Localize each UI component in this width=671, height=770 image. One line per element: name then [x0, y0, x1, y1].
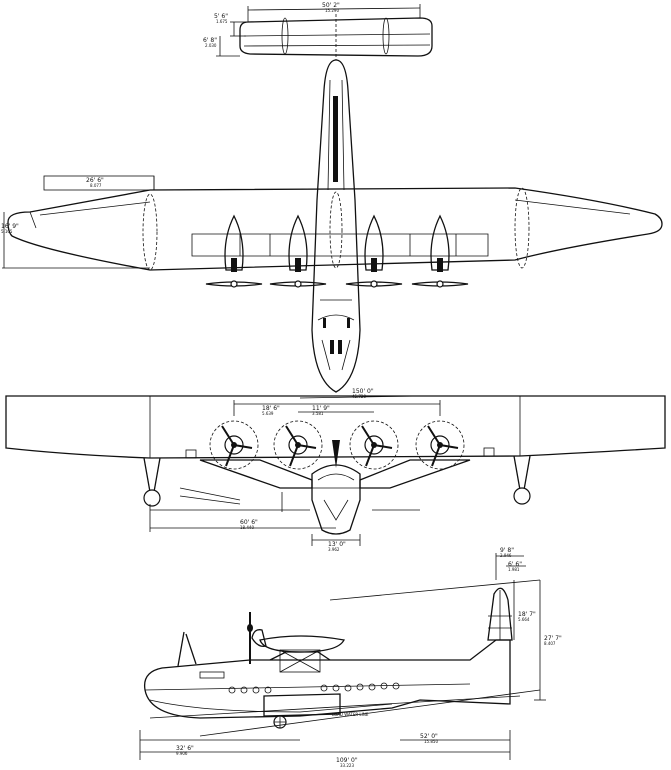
engine-2 [285, 425, 317, 467]
length-bow-label: 32' 6" [176, 745, 194, 752]
side-sponson [263, 693, 341, 717]
stab-chord-label: 5' 6" [214, 13, 228, 20]
plan-tailplane-dims: 50' 2" 15.290 5' 6" 1.675 6' 8" 2.030 [203, 2, 421, 57]
fin-mid-metric: 1.981 [508, 567, 520, 572]
hull-aft-metric: 15.850 [424, 739, 438, 744]
overall-height-label: 27' 7" [544, 635, 562, 642]
side-view: 9' 8" 2.946 6' 6" 1.981 18' 7" 5.664 27'… [139, 547, 562, 768]
wing-float-right [513, 455, 531, 505]
float-spacing-metric: 18.440 [240, 525, 254, 530]
length-overall-label: 109' 0" [336, 757, 358, 764]
nacelle-spacing-inner-metric: 3.581 [312, 411, 324, 416]
stab-chord-metric: 1.675 [216, 19, 228, 24]
elev-chord-metric: 2.030 [205, 43, 217, 48]
side-hull [143, 639, 511, 719]
aileron-length-metric: 8.077 [90, 183, 102, 188]
hull-beam-label: 13' 0" [328, 541, 346, 548]
span-metric: 45.720 [352, 394, 366, 399]
wing-float-left [143, 457, 161, 507]
hull-beam-metric: 3.962 [328, 547, 340, 552]
fin-top-label: 9' 8" [500, 547, 514, 554]
overall-height-metric: 8.407 [544, 641, 556, 646]
tailplane-span-metric: 15.290 [325, 8, 339, 13]
wing-root-label: 16' 9" [1, 223, 19, 230]
side-dims: 9' 8" 2.946 6' 6" 1.981 18' 7" 5.664 27'… [139, 547, 562, 768]
elev-chord-label: 6' 8" [203, 37, 217, 44]
length-bow-metric: 9.906 [176, 751, 188, 756]
aileron-length-label: 26' 6" [86, 177, 104, 184]
front-hull [311, 440, 361, 535]
tailplane-span-label: 50' 2" [322, 2, 340, 9]
nacelle-1 [205, 214, 263, 288]
nacelle-2 [269, 214, 327, 288]
hull-aft-label: 52' 0" [420, 733, 438, 740]
fin-top-metric: 2.946 [500, 553, 512, 558]
waterline-label: LOAD WATER LINE [332, 712, 369, 717]
nacelle-3 [345, 214, 403, 288]
wing-root-metric: 5.105 [1, 229, 13, 234]
fin-mid-label: 6' 6" [508, 561, 522, 568]
nacelle-spacing-outer-metric: 5.639 [262, 411, 274, 416]
engine-3 [361, 425, 393, 467]
nacelle-4 [411, 214, 469, 288]
fin-height-label: 18' 7" [518, 611, 536, 618]
plan-tailplane [239, 14, 433, 60]
engine-1 [221, 425, 253, 467]
span-label: 150' 0" [352, 388, 374, 395]
plan-view: 50' 2" 15.290 5' 6" 1.675 6' 8" 2.030 [1, 2, 663, 393]
side-portholes [228, 682, 400, 694]
side-tail-fin [487, 587, 513, 641]
nacelle-spacing-outer-label: 18' 6" [262, 405, 280, 412]
front-dims: 18' 6" 5.639 11' 9" 3.581 150' 0" 45.720 [233, 388, 441, 416]
sponson-right [359, 459, 471, 489]
engine-4 [427, 425, 459, 467]
sponson-left [199, 459, 313, 489]
front-view: 18' 6" 5.639 11' 9" 3.581 150' 0" 45.720 [5, 388, 666, 552]
float-spacing-label: 60' 6" [240, 519, 258, 526]
nacelle-spacing-inner-label: 11' 9" [312, 405, 330, 412]
plan-nacelles [205, 214, 469, 288]
front-engines [221, 425, 459, 467]
length-overall-metric: 33.223 [340, 763, 354, 768]
plan-hull [311, 59, 361, 393]
plan-wing: 26' 6" 8.077 16' 9" 5.105 [1, 175, 663, 271]
fin-height-metric: 5.664 [518, 617, 530, 622]
side-wing-engine [247, 612, 345, 673]
